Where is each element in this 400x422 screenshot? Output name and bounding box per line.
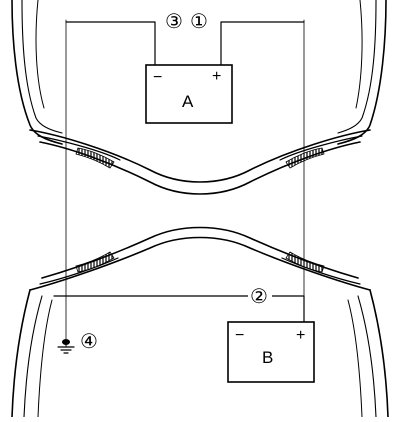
battery-a-plus: + (212, 68, 221, 85)
vehicle-bottom-bumper-inner (41, 226, 359, 279)
callout-4: ④ (80, 331, 98, 353)
vehicle-top-hatch-left (75, 147, 115, 169)
callout-3: ③ (165, 11, 183, 33)
vehicle-top-left-contour-outer (11, 0, 63, 145)
vehicle-top-bumper-inner (39, 141, 361, 195)
battery-b-case (227, 321, 315, 383)
cable-3-negative-a (65, 21, 156, 66)
vehicle-top-right-contour-inner (355, 0, 363, 109)
vehicle-top-bumper-outer (29, 129, 371, 183)
vehicle-bottom-right-contour-mid (357, 295, 377, 418)
battery-a-case (145, 64, 233, 124)
battery-a: − + A (145, 64, 233, 124)
vehicle-bottom (11, 226, 389, 418)
vehicle-bottom-bumper-lip-right (281, 257, 361, 285)
battery-b-label: B (262, 348, 273, 367)
battery-b-minus: − (235, 327, 244, 344)
callout-2: ② (250, 286, 268, 308)
vehicle-top-bumper-lip (37, 135, 121, 161)
vehicle-top-left-contour-mid (21, 0, 63, 134)
ground-icon (57, 339, 75, 354)
vehicle-top-hatch-right (285, 147, 325, 169)
vehicle-top (11, 0, 387, 195)
battery-b: − + B (227, 321, 315, 383)
callout-top-backing (163, 9, 213, 31)
battery-b-plus: + (296, 327, 305, 344)
battery-a-minus: − (153, 69, 162, 86)
vehicle-top-right-contour-outer (337, 0, 387, 145)
callout-1: ① (190, 11, 208, 33)
battery-a-label: A (182, 92, 194, 111)
jumper-cables (53, 19, 305, 347)
cable-1-positive-a (220, 21, 305, 66)
vehicle-bottom-right-contour-outer (369, 289, 389, 418)
vehicle-bottom-left-contour-mid (23, 295, 43, 418)
vehicle-bottom-left-contour-outer (11, 289, 31, 418)
vehicle-bottom-bumper-outer (29, 236, 371, 291)
cable-2-positive-b (53, 295, 305, 323)
vehicle-bottom-bumper-lip (39, 257, 119, 285)
callout-2-backing (248, 285, 272, 307)
vehicle-top-left-contour-inner (35, 0, 45, 109)
vehicle-bottom-hatch-left (75, 251, 115, 273)
vehicle-top-bumper-lip-right (279, 135, 363, 161)
vehicle-top-right-contour-mid (337, 0, 377, 134)
vehicle-bottom-hatch-right (285, 251, 325, 273)
vehicle-bottom-right-contour-inner (347, 299, 363, 418)
vehicle-bottom-left-contour-inner (37, 299, 53, 418)
